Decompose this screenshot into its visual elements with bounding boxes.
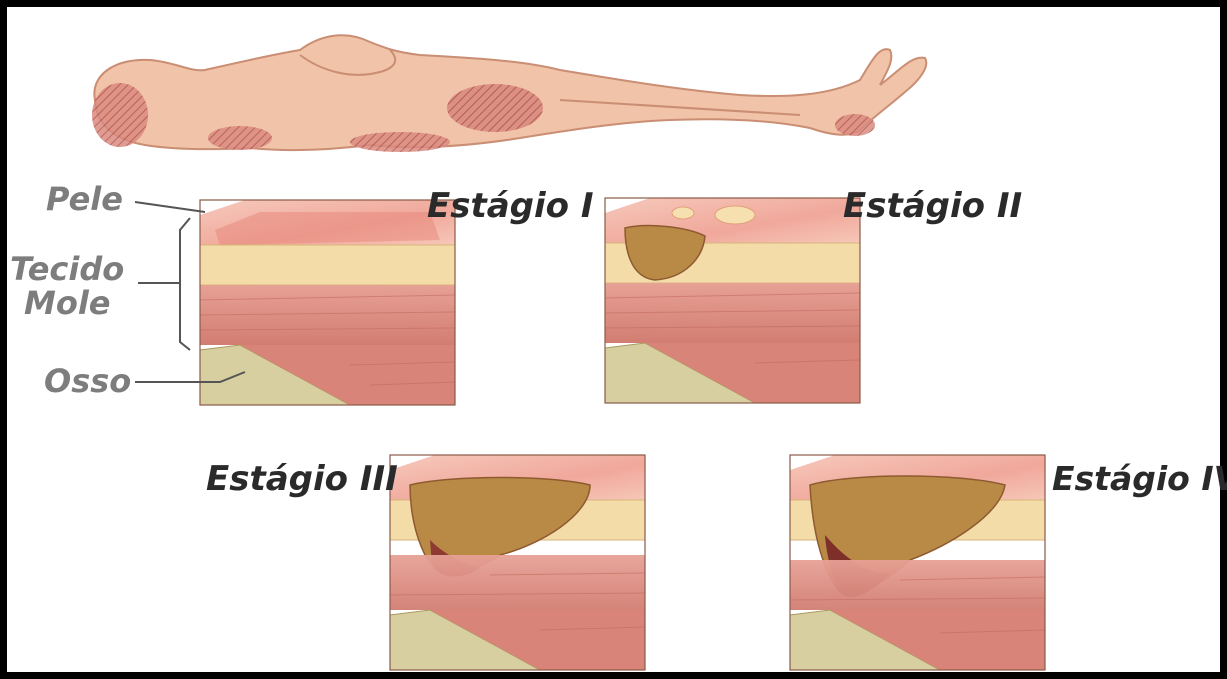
label-mole: Mole [24, 284, 111, 322]
tissue-block-stage-3 [390, 455, 645, 670]
tissue-block-stage-2 [605, 198, 860, 403]
fat-layer [200, 245, 455, 285]
label-stage-1: Estágio I [427, 186, 594, 226]
hip-pressure-zone [447, 84, 543, 132]
head-pressure-zone [92, 83, 148, 147]
reclining-body-illustration [92, 35, 926, 152]
heel-pressure-zone [835, 114, 875, 136]
tecido-bracket [180, 218, 190, 350]
label-stage-4: Estágio IV [1052, 459, 1227, 498]
shoulder-pressure-zone [208, 126, 272, 150]
label-pele: Pele [46, 180, 123, 218]
label-tecido: Tecido [10, 250, 124, 288]
label-osso: Osso [44, 362, 131, 400]
tissue-block-stage-4 [790, 455, 1045, 670]
pele-leader [135, 202, 205, 212]
skin-redness [215, 212, 440, 245]
blister-small [672, 207, 694, 219]
label-stage-2: Estágio II [843, 186, 1022, 226]
label-stage-3: Estágio III [206, 459, 398, 499]
sacrum-pressure-zone [350, 132, 450, 152]
blister-large [715, 206, 755, 224]
